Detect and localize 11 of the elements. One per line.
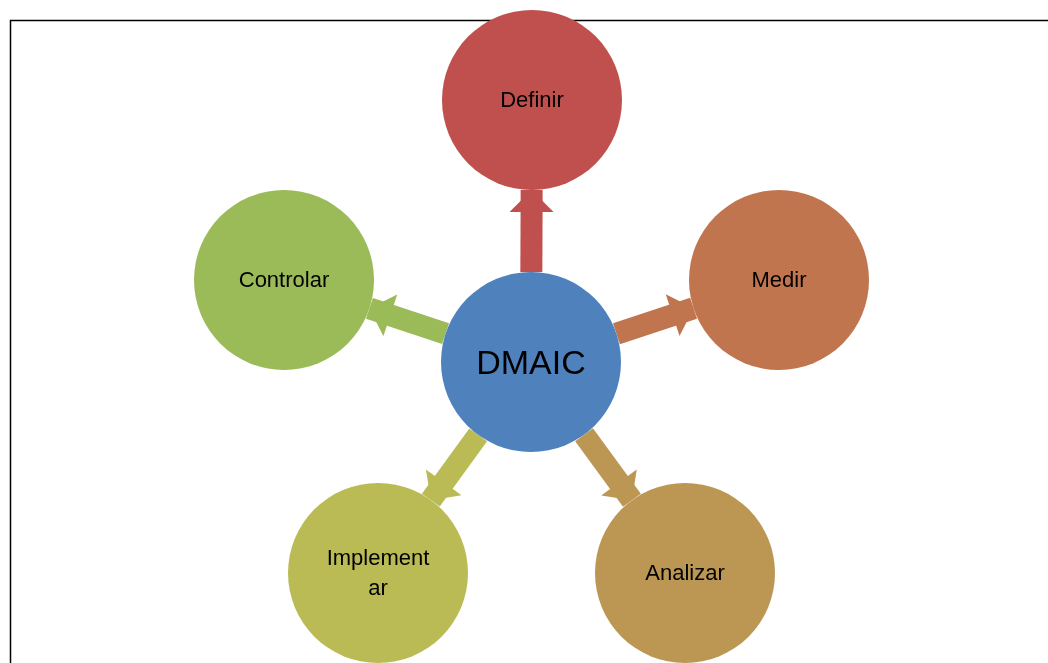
circle-label: Analizar: [645, 559, 725, 587]
block-arrow: [509, 189, 554, 273]
circle-label: Controlar: [238, 266, 330, 294]
block-arrow: [613, 294, 697, 345]
block-arrow: [421, 428, 488, 507]
circle-label: Definir: [500, 86, 564, 114]
block-arrow: [365, 294, 450, 345]
circle-label: Medir: [751, 266, 807, 294]
block-arrow: [575, 428, 641, 507]
circle-label: Implement ar: [325, 544, 431, 602]
circle-label: DMAIC: [476, 342, 586, 382]
